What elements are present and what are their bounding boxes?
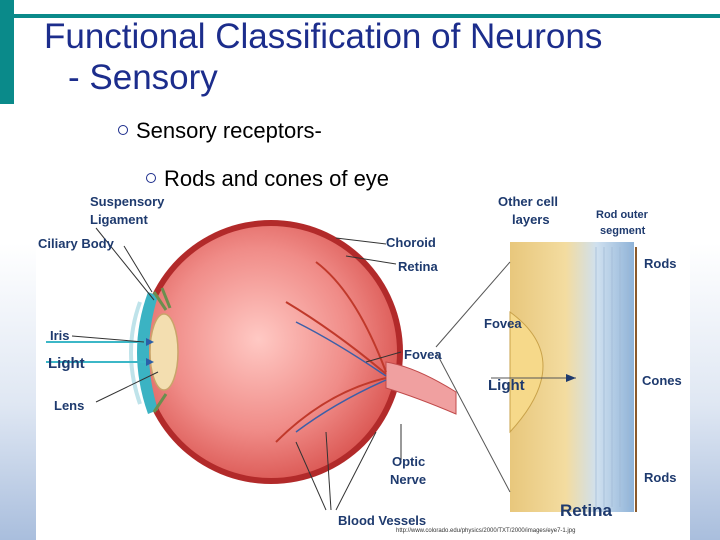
bullet-sensory-receptors: Sensory receptors- (118, 118, 322, 144)
bullet-rods-cones: Rods and cones of eye (146, 166, 389, 192)
eye-illustration: Suspensory Ligament Ciliary Body Iris Li… (38, 194, 682, 528)
veins (295, 321, 387, 433)
label-light-left: Light (48, 355, 85, 372)
label-fovea-right: Fovea (484, 316, 522, 331)
zoom-line (435, 261, 511, 348)
bullet-icon (118, 125, 128, 136)
optic-nerve-shape (385, 361, 457, 415)
label-retina-bottom: Retina (560, 501, 613, 520)
cornea (129, 301, 142, 405)
source-url: http://www.colorado.edu/physics/2000/TXT… (396, 528, 576, 534)
label-rods-top: Rods (644, 256, 677, 271)
label-rods-bottom: Rods (644, 470, 677, 485)
bullet-text: Sensory receptors- (136, 118, 322, 143)
title-line-1: Functional Classification of Neurons (44, 17, 603, 56)
label-optic: Optic (392, 454, 425, 469)
vessels (275, 261, 387, 443)
suspensory-fibers (152, 287, 172, 413)
zoom-line (435, 351, 511, 493)
bullet-icon (146, 173, 156, 184)
label-blood-vessels: Blood Vessels (338, 513, 426, 528)
accent-bar (0, 0, 14, 104)
label-iris: Iris (50, 328, 70, 343)
title-rule (14, 14, 720, 18)
label-retina: Retina (398, 259, 439, 274)
rod-cone-cells (595, 247, 629, 507)
eyeball (145, 226, 397, 478)
label-layers: layers (512, 212, 550, 227)
slide-title: Functional Classification of Neurons - S… (44, 16, 704, 98)
lens-shape (149, 313, 179, 391)
bullet-text: Rods and cones of eye (164, 166, 390, 191)
label-segment: segment (600, 225, 646, 237)
label-choroid: Choroid (386, 235, 436, 250)
fovea-pit (509, 311, 544, 434)
label-lens: Lens (54, 398, 84, 413)
label-rod-outer: Rod outer (596, 209, 649, 221)
label-other-cell: Other cell (498, 194, 558, 209)
leader-lines (71, 227, 402, 511)
label-cones: Cones (642, 373, 682, 388)
title-line-2: - Sensory (68, 58, 218, 97)
label-ciliary-body: Ciliary Body (38, 236, 115, 251)
eye-diagram: Suspensory Ligament Ciliary Body Iris Li… (36, 192, 690, 540)
label-nerve: Nerve (390, 472, 426, 487)
iris-shape (137, 292, 158, 414)
label-light-right: Light (488, 377, 525, 394)
label-suspensory: Suspensory (90, 194, 165, 209)
label-ligament: Ligament (90, 212, 148, 227)
label-fovea: Fovea (404, 347, 442, 362)
